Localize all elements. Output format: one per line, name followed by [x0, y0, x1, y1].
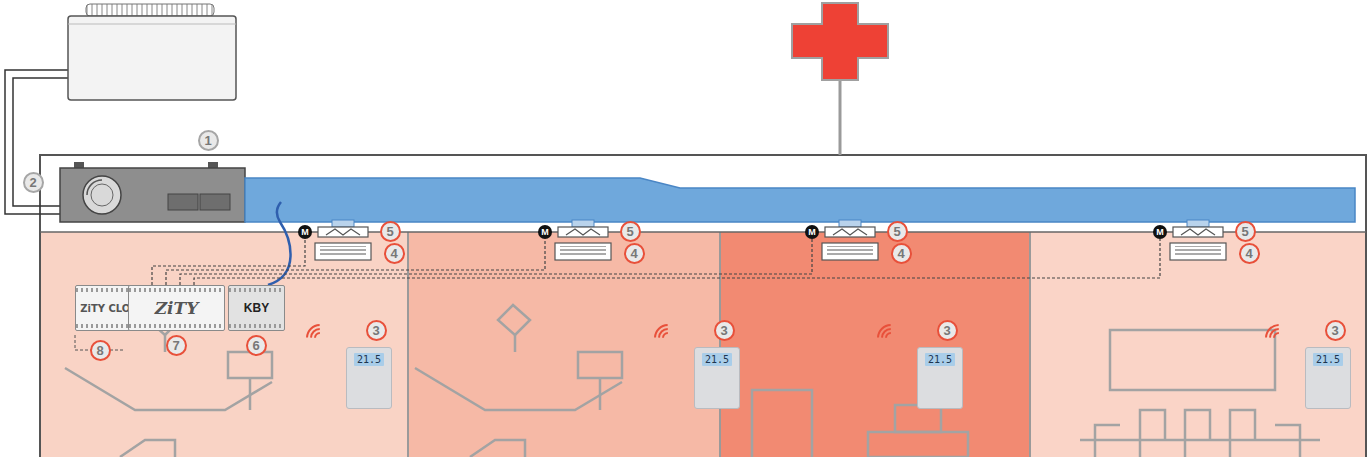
room-1	[40, 232, 408, 457]
callout-number: 7	[166, 335, 187, 356]
callout-number: 3	[366, 320, 387, 341]
dampers	[315, 220, 1226, 260]
duct-neck	[332, 220, 354, 227]
node-text: M	[301, 228, 309, 237]
callout-number: 8	[90, 340, 111, 361]
indoor-unit	[60, 162, 245, 222]
callout-number: 5	[620, 221, 641, 242]
wireless-arc	[875, 323, 891, 338]
node-text: ZiTY	[155, 298, 199, 318]
callout-number: 1	[198, 130, 219, 151]
damper-blades	[326, 229, 360, 235]
cloud-bracket	[75, 335, 125, 350]
diffuser-grille	[822, 243, 878, 260]
damper-motor: M	[805, 225, 819, 239]
room-4	[1030, 232, 1366, 457]
motor-symbol	[538, 225, 552, 239]
node-text: KBY	[244, 301, 269, 315]
damper-motor: M	[298, 225, 312, 239]
callout-number: 4	[384, 243, 405, 264]
node-text: ZiTY CLOUD	[80, 303, 147, 314]
cloud-module: ZiTY CLOUD	[75, 285, 152, 331]
callout-number: 4	[624, 243, 645, 264]
callout-number: 5	[1235, 221, 1256, 242]
thermostat: 21.5	[917, 347, 963, 409]
supply-duct	[245, 178, 1355, 222]
zone-controller: ZiTY	[128, 285, 225, 331]
node-text: M	[1156, 228, 1164, 237]
room-walls	[408, 232, 1030, 457]
callout-number: 3	[1325, 320, 1346, 341]
grille-slats	[560, 246, 606, 257]
motor-symbol	[805, 225, 819, 239]
room-2	[408, 232, 720, 457]
callout-number: 4	[891, 243, 912, 264]
callout-number: 4	[1239, 243, 1260, 264]
duct-neck	[1187, 220, 1209, 227]
callout-number: 6	[246, 335, 267, 356]
furniture	[65, 305, 1320, 457]
room-3	[720, 232, 1030, 457]
callout-number: 2	[23, 172, 44, 193]
callout-number: 3	[714, 320, 735, 341]
building-outline	[40, 155, 1366, 457]
node-text: 21.5	[925, 353, 955, 366]
motor-symbol	[1153, 225, 1167, 239]
damper-blades	[833, 229, 867, 235]
duct-neck	[572, 220, 594, 227]
grille-slats	[1175, 246, 1221, 257]
callout-number: 5	[887, 221, 908, 242]
red-cross	[792, 3, 888, 80]
thermostat: 21.5	[346, 347, 392, 409]
node-text: M	[541, 228, 549, 237]
damper-blades	[1181, 229, 1215, 235]
motorized-damper	[558, 227, 608, 237]
callout-number: 5	[380, 221, 401, 242]
wireless-arc	[304, 323, 320, 338]
kby-cable	[268, 202, 291, 285]
damper-motor: M	[1153, 225, 1167, 239]
wireless-arc	[662, 332, 668, 338]
sign-pole	[839, 80, 842, 155]
damper-motor: M	[538, 225, 552, 239]
node-text: 21.5	[702, 353, 732, 366]
wireless-signal	[304, 323, 1279, 338]
motor-symbol	[298, 225, 312, 239]
wireless-arc	[1273, 332, 1279, 338]
diffuser-grille	[1170, 243, 1226, 260]
thermostat: 21.5	[1305, 347, 1351, 409]
grille-slats	[827, 246, 873, 257]
refrigerant-pipes	[5, 70, 68, 214]
control-wire	[194, 239, 1160, 285]
thermostat: 21.5	[694, 347, 740, 409]
grille-slats	[320, 246, 366, 257]
wireless-arc	[314, 332, 320, 338]
node-text: 21.5	[1313, 353, 1343, 366]
kby-interface: KBY	[228, 285, 285, 331]
motorized-damper	[825, 227, 875, 237]
node-text: 21.5	[354, 353, 384, 366]
diffuser-grille	[315, 243, 371, 260]
node-text: M	[808, 228, 816, 237]
duct-neck	[839, 220, 861, 227]
damper-blades	[566, 229, 600, 235]
callout-number: 3	[937, 320, 958, 341]
wireless-arc	[652, 323, 668, 338]
wireless-arc	[885, 332, 891, 338]
motorized-damper	[1173, 227, 1223, 237]
motorized-damper	[318, 227, 368, 237]
diffuser-grille	[555, 243, 611, 260]
outdoor-unit	[68, 4, 236, 100]
wireless-arc	[1263, 323, 1279, 338]
